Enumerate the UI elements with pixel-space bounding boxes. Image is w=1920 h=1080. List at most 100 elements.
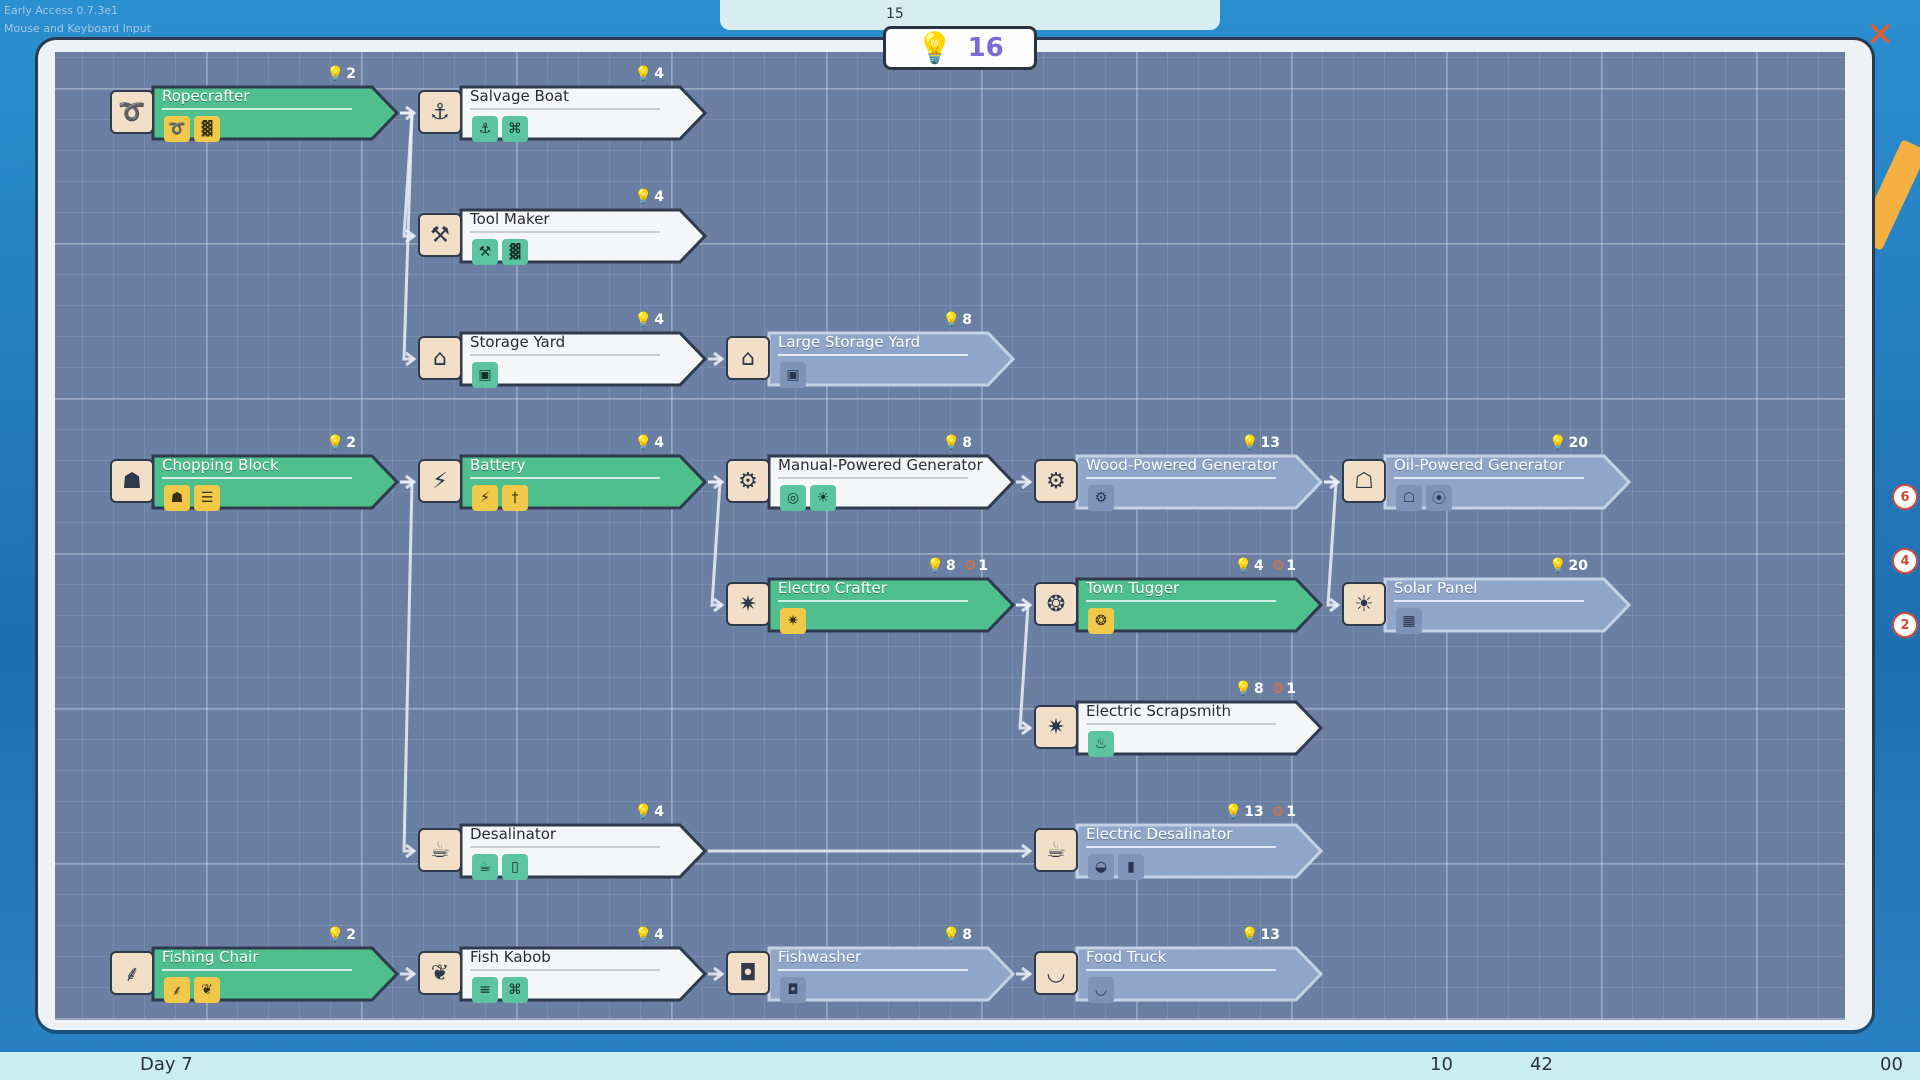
battery-icon: ⚡ xyxy=(472,485,498,511)
progress-line xyxy=(1394,600,1584,602)
tech-node-manual-powered-generator[interactable]: ⚙Manual-Powered Generator◎☀💡8 xyxy=(726,435,1016,511)
tech-node-salvage-boat[interactable]: ⚓Salvage Boat⚓⌘💡4 xyxy=(418,66,708,142)
hook-icon: ⚓ xyxy=(472,116,498,142)
progress-line xyxy=(162,108,352,110)
tech-unlocks: ◎☀ xyxy=(780,485,836,511)
cost-value: 13 xyxy=(1244,804,1264,820)
desalinator-icon: ☕ xyxy=(418,828,462,872)
tech-node-town-tugger[interactable]: ❂Town Tugger❂💡4⚙1 xyxy=(1034,558,1324,634)
close-button[interactable]: ✕ xyxy=(1866,15,1895,55)
tech-node-wood-powered-generator[interactable]: ⚙Wood-Powered Generator⚙💡13 xyxy=(1034,435,1324,511)
gear-cost-value: 1 xyxy=(1286,804,1296,820)
tech-node-oil-powered-generator[interactable]: ☖Oil-Powered Generator☖⦿💡20 xyxy=(1342,435,1632,511)
lightbulb-icon: 💡 xyxy=(1241,435,1259,451)
progress-line xyxy=(778,354,968,356)
gear-icon: ⚙ xyxy=(1271,681,1285,697)
tech-cost: 💡13 xyxy=(1241,435,1280,451)
tech-unlocks: ♨ xyxy=(1088,731,1114,757)
cost-value: 13 xyxy=(1260,927,1280,943)
tech-unlocks: ▣ xyxy=(780,362,806,388)
lightbulb-icon: 💡 xyxy=(634,804,653,820)
tech-unlocks: ☗☰ xyxy=(164,485,220,511)
tech-cost: 💡20 xyxy=(1549,435,1588,451)
cost-value: 20 xyxy=(1568,435,1588,451)
progress-line xyxy=(1086,477,1276,479)
tech-unlocks: ✷ xyxy=(780,608,806,634)
tech-node-chopping-block[interactable]: ☗Chopping Block☗☰💡2 xyxy=(110,435,400,511)
input-mode-text: Mouse and Keyboard Input xyxy=(4,22,152,35)
lightbulb-icon: 💡 xyxy=(942,435,961,451)
tech-node-battery[interactable]: ⚡Battery⚡†💡4 xyxy=(418,435,708,511)
tech-node-fishing-chair[interactable]: ⸙Fishing Chair⸙❦💡2 xyxy=(110,927,400,1003)
cost-value: 4 xyxy=(654,189,664,205)
tech-cost: 💡20 xyxy=(1549,558,1588,574)
tech-node-fish-kabob[interactable]: ❦Fish Kabob≡⌘💡4 xyxy=(418,927,708,1003)
side-badge-2[interactable]: 4 xyxy=(1892,548,1918,574)
electric-scrapsmith-icon: ✷ xyxy=(1034,705,1078,749)
side-badge-1[interactable]: 6 xyxy=(1892,484,1918,510)
tech-node-large-storage-yard[interactable]: ⌂Large Storage Yard▣💡8 xyxy=(726,312,1016,388)
tech-name: Desalinator xyxy=(470,825,557,843)
tech-cost: 💡2 xyxy=(327,927,356,943)
cost-value: 2 xyxy=(346,435,356,451)
electro-crafter-icon: ✷ xyxy=(726,582,770,626)
tech-name: Manual-Powered Generator xyxy=(778,456,983,474)
fishing-chair-icon: ⸙ xyxy=(110,951,154,995)
pump-icon: ☖ xyxy=(1396,485,1422,511)
cost-value: 8 xyxy=(962,435,972,451)
cost-value: 4 xyxy=(654,927,664,943)
progress-line xyxy=(470,477,660,479)
cost-value: 4 xyxy=(654,66,664,82)
tech-node-solar-panel[interactable]: ☀Solar Panel▦💡20 xyxy=(1342,558,1632,634)
grill-icon: ≡ xyxy=(472,977,498,1003)
bulb-icon: ☀ xyxy=(810,485,836,511)
tech-node-ropecrafter[interactable]: ➰Ropecrafter➰▓💡2 xyxy=(110,66,400,142)
tech-cost: 💡4 xyxy=(635,312,664,328)
side-badge-3[interactable]: 2 xyxy=(1892,612,1918,638)
bottom-count-2: 42 xyxy=(1530,1054,1553,1075)
tech-node-storage-yard[interactable]: ⌂Storage Yard▣💡4 xyxy=(418,312,708,388)
tech-unlocks: ⚒▓ xyxy=(472,239,528,265)
bowl-icon: ◡ xyxy=(1088,977,1114,1003)
progress-line xyxy=(470,846,660,848)
research-points-counter: 💡 16 xyxy=(883,26,1037,70)
tech-name: Large Storage Yard xyxy=(778,333,921,351)
gear-cost-value: 1 xyxy=(978,558,988,574)
lightbulb-icon: 💡 xyxy=(634,927,653,943)
tech-unlocks: ◡ xyxy=(1088,977,1114,1003)
lightbulb-icon: 💡 xyxy=(1224,804,1243,820)
cost-value: 2 xyxy=(346,927,356,943)
cost-value: 8 xyxy=(962,927,972,943)
tech-name: Electric Scrapsmith xyxy=(1086,702,1231,720)
plank-icon: ☰ xyxy=(194,485,220,511)
bike-icon: ◎ xyxy=(780,485,806,511)
tech-node-electric-desalinator[interactable]: ☕Electric Desalinator◒▮💡13⚙1 xyxy=(1034,804,1324,880)
tech-node-electro-crafter[interactable]: ✷Electro Crafter✷💡8⚙1 xyxy=(726,558,1016,634)
oil-powered-generator-icon: ☖ xyxy=(1342,459,1386,503)
food-truck-icon: ◡ xyxy=(1034,951,1078,995)
cost-value: 4 xyxy=(1253,558,1264,574)
tech-unlocks: ⚓⌘ xyxy=(472,116,528,142)
tech-node-food-truck[interactable]: ◡Food Truck◡💡13 xyxy=(1034,927,1324,1003)
fishwasher-icon: ◘ xyxy=(726,951,770,995)
tech-cost: 💡4 xyxy=(635,189,664,205)
tech-unlocks: ▦ xyxy=(1396,608,1422,634)
tech-cost: 💡8 xyxy=(943,312,972,328)
tool-maker-icon: ⚒ xyxy=(418,213,462,257)
tech-unlocks: ➰▓ xyxy=(164,116,220,142)
stump-icon: ☗ xyxy=(164,485,190,511)
tech-cost: 💡4 xyxy=(635,435,664,451)
storage-yard-icon: ⌂ xyxy=(418,336,462,380)
pot-icon: ☕ xyxy=(472,854,498,880)
tech-node-electric-scrapsmith[interactable]: ✷Electric Scrapsmith♨💡8⚙1 xyxy=(1034,681,1324,757)
tech-node-fishwasher[interactable]: ◘Fishwasher◘💡8 xyxy=(726,927,1016,1003)
tech-node-tool-maker[interactable]: ⚒Tool Maker⚒▓💡4 xyxy=(418,189,708,265)
tech-name: Solar Panel xyxy=(1394,579,1478,597)
tech-node-desalinator[interactable]: ☕Desalinator☕▯💡4 xyxy=(418,804,708,880)
fish-kabob-icon: ❦ xyxy=(418,951,462,995)
spark-icon: ✷ xyxy=(780,608,806,634)
lightbulb-icon: 💡 xyxy=(634,312,653,328)
research-board xyxy=(55,52,1845,1020)
tech-cost: 💡8 xyxy=(943,435,972,451)
tech-cost: 💡2 xyxy=(327,435,356,451)
